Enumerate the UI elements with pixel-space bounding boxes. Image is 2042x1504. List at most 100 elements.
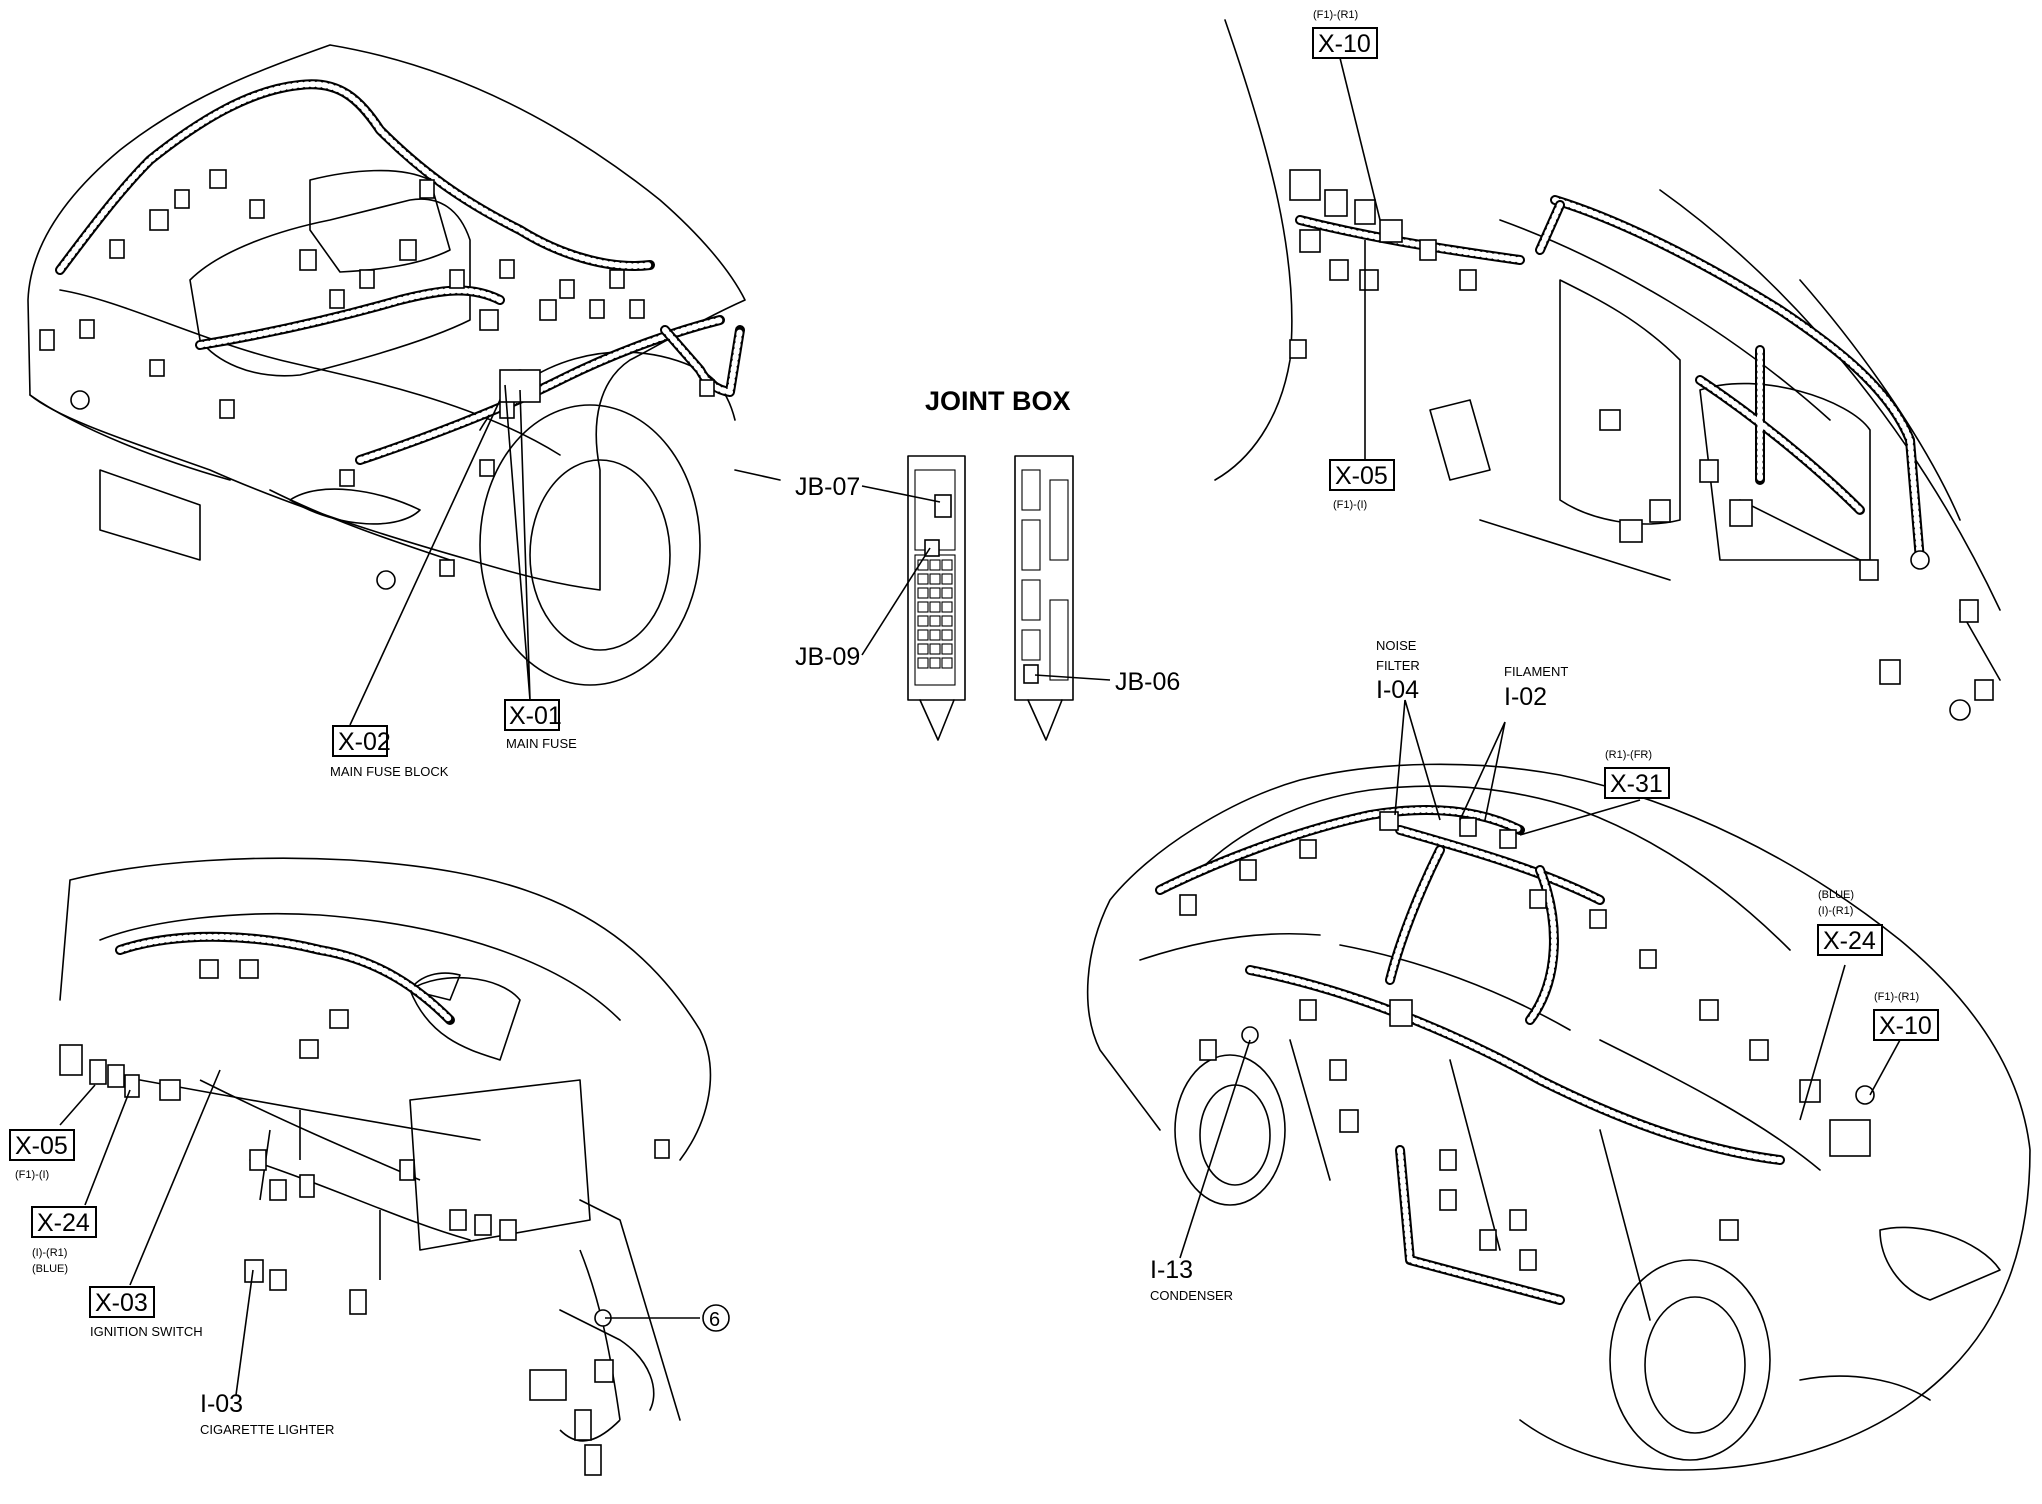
panel-x05-box — [9, 1129, 75, 1161]
body-x10-tag: (F1)-(R1) — [1874, 991, 1919, 1003]
body-x24-box — [1817, 924, 1883, 956]
instrument-panel-view: 6 X-05 (F1)-(I) X-24 (I)-(R1) (BLUE) X-0… — [9, 857, 730, 1476]
body-rear-wheel — [1174, 1054, 1286, 1206]
panel-x03-caption: IGNITION SWITCH — [90, 1324, 203, 1339]
jb09-leader — [861, 547, 931, 656]
panel-lower-edge — [139, 1079, 481, 1241]
x02-code: X-02 — [338, 728, 391, 756]
panel-glovebox — [409, 1079, 591, 1251]
body-i04-code: I-04 — [1376, 676, 1419, 704]
body-x10-box — [1873, 1009, 1939, 1041]
engine-wheel-outer — [479, 404, 701, 686]
dash-pillar-outline — [1214, 19, 1293, 481]
engine-room-view: X-02 MAIN FUSE BLOCK X-01 MAIN FUSE — [27, 44, 781, 779]
dash-harness-view: (F1)-(R1) X-10 X-05 (F1)-(I) — [1214, 9, 2001, 721]
jb09-label: JB-09 — [795, 643, 860, 671]
panel-x03-leader — [129, 1069, 221, 1286]
panel-i03-code: I-03 — [200, 1390, 243, 1418]
panel-connectors — [59, 959, 670, 1476]
jb07-leader — [861, 485, 941, 503]
body-car-outline — [1086, 763, 2031, 1471]
body-x31-tag: (R1)-(FR) — [1605, 749, 1652, 761]
dash-x10-tag: (F1)-(R1) — [1313, 9, 1358, 21]
body-connectors — [1179, 811, 1875, 1271]
dash-connector-cluster — [1289, 169, 1994, 721]
dash-x05-tag: (F1)-(I) — [1333, 499, 1367, 511]
body-headlamp — [1879, 1226, 2001, 1301]
dash-pedal — [1429, 399, 1491, 481]
body-harness-view: NOISE FILTER I-04 FILAMENT I-02 (R1)-(FR… — [1086, 638, 2031, 1471]
body-x24-code: X-24 — [1823, 927, 1876, 955]
body-i02-caption: FILAMENT — [1504, 664, 1568, 679]
body-i04-caption2: FILTER — [1376, 658, 1420, 673]
panel-x05-code: X-05 — [15, 1132, 68, 1160]
body-x24-tag2: (I)-(R1) — [1818, 905, 1853, 917]
engine-block — [189, 198, 471, 377]
ground-number: 6 — [709, 1309, 720, 1331]
panel-x03-code: X-03 — [95, 1289, 148, 1317]
body-x31-leader — [1519, 799, 1641, 836]
joint-box-fuse-grid — [917, 559, 953, 669]
engine-connectors — [39, 169, 715, 590]
body-i13-code: I-13 — [1150, 1256, 1193, 1284]
body-front-wheel — [1609, 1259, 1771, 1461]
dash-x05-code: X-05 — [1335, 462, 1388, 490]
x01-caption: MAIN FUSE — [506, 736, 577, 751]
body-roof — [1199, 785, 1791, 951]
dash-x10-code: X-10 — [1318, 30, 1371, 58]
panel-x24-box — [31, 1206, 97, 1238]
body-i13-leader — [1179, 1039, 1251, 1259]
body-i04-leader — [1394, 699, 1441, 821]
x02-leader — [349, 399, 501, 726]
engine-hood-edge — [59, 289, 561, 456]
panel-side — [559, 1199, 681, 1421]
body-x24-tag1: (BLUE) — [1818, 889, 1854, 901]
joint-box-rear — [1014, 455, 1074, 741]
body-harness-pillar — [1385, 845, 1559, 1025]
jb06-connector — [1023, 664, 1039, 684]
body-front-wheel-inner — [1644, 1296, 1746, 1434]
body-x24-leader — [1799, 964, 1846, 1121]
body-x10-code: X-10 — [1879, 1012, 1932, 1040]
panel-x24-tag2: (BLUE) — [32, 1263, 68, 1275]
dash-windshield-edge — [1499, 189, 2001, 611]
body-door-lines — [1289, 1039, 1651, 1321]
x02-label-box — [332, 725, 388, 757]
panel-x03-box — [89, 1286, 155, 1318]
x01-label-box — [504, 699, 560, 731]
engine-harness-main — [55, 79, 655, 275]
panel-i03-leader — [235, 1269, 254, 1396]
x01-leader — [504, 384, 531, 701]
panel-i03-caption: CIGARETTE LIGHTER — [200, 1422, 334, 1437]
dash-x10-leader — [1339, 57, 1381, 221]
x01-code: X-01 — [509, 702, 562, 730]
joint-box-view: JOINT BOX — [795, 386, 1180, 741]
jb09-connector — [924, 539, 940, 557]
panel-x24-leader — [84, 1089, 131, 1206]
body-x31-code: X-31 — [1610, 770, 1663, 798]
joint-box-front — [907, 455, 966, 741]
body-grille — [1799, 1375, 1931, 1401]
x02-caption: MAIN FUSE BLOCK — [330, 764, 449, 779]
engine-headlamp — [289, 488, 421, 525]
engine-wheel-inner — [529, 459, 671, 651]
body-i13-caption: CONDENSER — [1150, 1288, 1233, 1303]
panel-x05-leader — [59, 1084, 96, 1126]
dash-seat — [1699, 382, 1871, 561]
panel-x24-code: X-24 — [37, 1209, 90, 1237]
panel-vent — [409, 976, 521, 1061]
dash-center-console — [1559, 279, 1681, 525]
jb07-label: JB-07 — [795, 473, 860, 501]
joint-box-title: JOINT BOX — [925, 386, 1071, 416]
panel-x24-tag1: (I)-(R1) — [32, 1247, 67, 1259]
body-x10-leader — [1869, 1039, 1901, 1096]
panel-x05-tag: (F1)-(I) — [15, 1169, 49, 1181]
dash-x05-box — [1329, 459, 1395, 491]
jb07-connector — [934, 494, 952, 518]
jb06-leader — [1034, 674, 1111, 681]
dash-x10-box — [1312, 27, 1378, 59]
body-rear-wheel-inner — [1199, 1084, 1271, 1186]
ground-marker — [702, 1304, 730, 1332]
panel-outline — [59, 857, 712, 1161]
